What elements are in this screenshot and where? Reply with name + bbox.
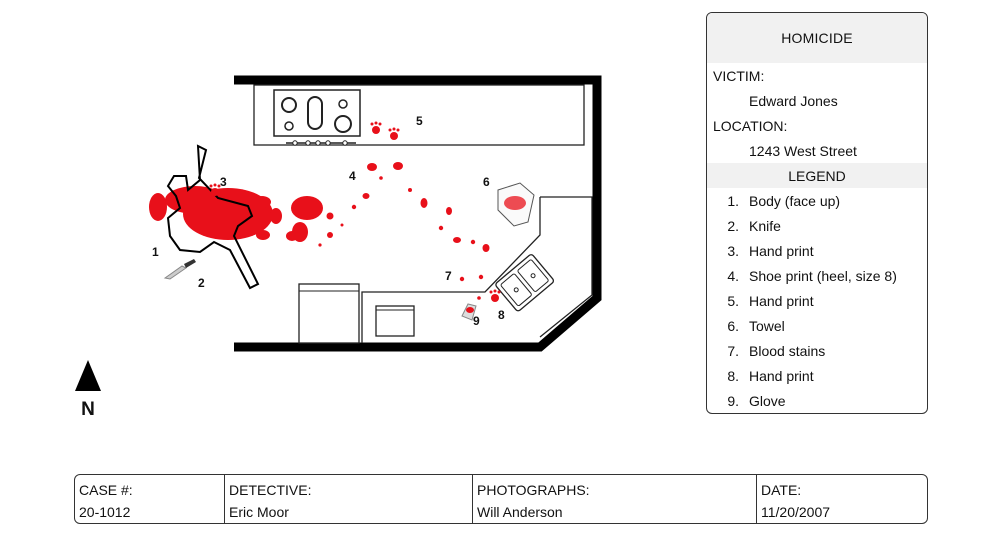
case-info-bar: CASE #: 20-1012 DETECTIVE: Eric Moor PHO…	[74, 474, 928, 524]
legend-num: 1.	[727, 192, 739, 209]
date-cell: DATE: 11/20/2007	[757, 475, 927, 523]
marker-4: 4	[349, 169, 356, 183]
case-number-cell: CASE #: 20-1012	[75, 475, 225, 523]
legend-text: Hand print	[749, 367, 814, 384]
sink	[495, 254, 555, 312]
legend-num: 9.	[727, 392, 739, 409]
right-counter	[361, 196, 593, 343]
legend-text: Towel	[749, 317, 785, 334]
legend-num: 2.	[727, 217, 739, 234]
north-arrow-icon	[75, 360, 101, 391]
marker-3: 3	[220, 175, 227, 189]
legend-item: 2. Knife	[707, 213, 927, 238]
legend-item: 9. Glove	[707, 388, 927, 413]
legend-text: Body (face up)	[749, 192, 841, 209]
detective-value: Eric Moor	[229, 504, 289, 520]
legend-text: Shoe print (heel, size 8)	[749, 267, 897, 284]
legend-num: 7.	[727, 342, 739, 359]
case-number-value: 20-1012	[79, 504, 131, 520]
legend-num: 6.	[727, 317, 739, 334]
north-label: N	[81, 399, 95, 420]
marker-2: 2	[198, 276, 205, 290]
legend-text: Hand print	[749, 242, 814, 259]
photographs-value: Will Anderson	[477, 504, 563, 520]
location-value: 1243 West Street	[749, 142, 857, 159]
legend-item: 5. Hand print	[707, 288, 927, 313]
detective-label: DETECTIVE:	[229, 482, 312, 498]
marker-6: 6	[483, 175, 490, 189]
body-outline	[166, 144, 260, 290]
legend-text: Knife	[749, 217, 781, 234]
date-label: DATE:	[761, 482, 802, 498]
glove	[461, 303, 477, 321]
legend-title: LEGEND	[707, 163, 927, 188]
legend-num: 3.	[727, 242, 739, 259]
legend-item: 3. Hand print	[707, 238, 927, 263]
hand-print-5b	[388, 127, 400, 140]
towel	[497, 182, 535, 227]
marker-8: 8	[498, 308, 505, 322]
legend-item: 7. Blood stains	[707, 338, 927, 363]
location-label-row: LOCATION:	[707, 113, 927, 138]
victim-value: Edward Jones	[749, 92, 838, 109]
refrigerator	[298, 283, 360, 344]
photographs-label: PHOTOGRAPHS:	[477, 482, 590, 498]
knife	[163, 259, 196, 280]
legend-num: 5.	[727, 292, 739, 309]
stove	[273, 89, 361, 146]
location-label: LOCATION:	[713, 117, 788, 134]
north-compass: N	[70, 358, 106, 421]
detective-cell: DETECTIVE: Eric Moor	[225, 475, 473, 523]
victim-label: VICTIM:	[713, 67, 765, 84]
hand-print-8	[489, 289, 501, 302]
blood-trail	[340, 162, 490, 300]
panel-title: HOMICIDE	[707, 13, 927, 63]
legend-num: 8.	[727, 367, 739, 384]
marker-5: 5	[416, 114, 423, 128]
legend-text: Glove	[749, 392, 786, 409]
blood-pool	[149, 186, 334, 247]
marker-9: 9	[473, 314, 480, 328]
case-number-label: CASE #:	[79, 482, 133, 498]
victim-value-row: Edward Jones	[707, 88, 927, 113]
legend-text: Hand print	[749, 292, 814, 309]
date-value: 11/20/2007	[761, 504, 831, 520]
legend-item: 4. Shoe print (heel, size 8)	[707, 263, 927, 288]
marker-7: 7	[445, 269, 452, 283]
legend-text: Blood stains	[749, 342, 826, 359]
dishwasher	[375, 305, 415, 337]
case-info-panel: HOMICIDE VICTIM: Edward Jones LOCATION: …	[706, 12, 928, 414]
hand-print-5a	[370, 121, 382, 134]
marker-1: 1	[152, 245, 159, 259]
crime-scene-diagram: 1 2 3 4 5 6 7 8 9	[149, 75, 602, 352]
photographs-cell: PHOTOGRAPHS: Will Anderson	[473, 475, 757, 523]
legend-num: 4.	[727, 267, 739, 284]
hand-print-3	[209, 183, 221, 196]
location-value-row: 1243 West Street	[707, 138, 927, 163]
legend-item: 8. Hand print	[707, 363, 927, 388]
legend-item: 6. Towel	[707, 313, 927, 338]
victim-label-row: VICTIM:	[707, 63, 927, 88]
room-walls	[234, 75, 602, 352]
legend-item: 1. Body (face up)	[707, 188, 927, 213]
